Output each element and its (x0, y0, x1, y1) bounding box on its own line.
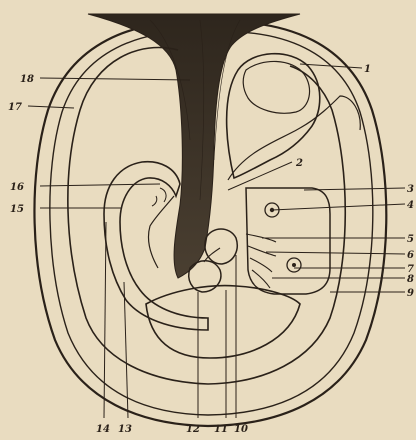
label-6: 6 (407, 250, 414, 261)
label-10: 10 (234, 424, 248, 435)
label-3: 3 (407, 184, 414, 195)
label-8: 8 (407, 274, 414, 285)
yolk-sac (227, 54, 361, 180)
label-12: 12 (186, 424, 200, 435)
label-14: 14 (96, 424, 110, 435)
label-11: 11 (214, 424, 228, 435)
leader-lines (28, 64, 405, 418)
label-17: 17 (8, 102, 22, 113)
label-2: 2 (295, 158, 303, 169)
label-15: 15 (10, 204, 24, 215)
embryo-base (146, 286, 300, 358)
label-4: 4 (407, 200, 414, 211)
label-18: 18 (20, 74, 34, 85)
label-1: 1 (364, 64, 371, 75)
label-13: 13 (118, 424, 132, 435)
label-9: 9 (407, 288, 414, 299)
label-5: 5 (407, 234, 414, 245)
label-16: 16 (10, 182, 24, 193)
